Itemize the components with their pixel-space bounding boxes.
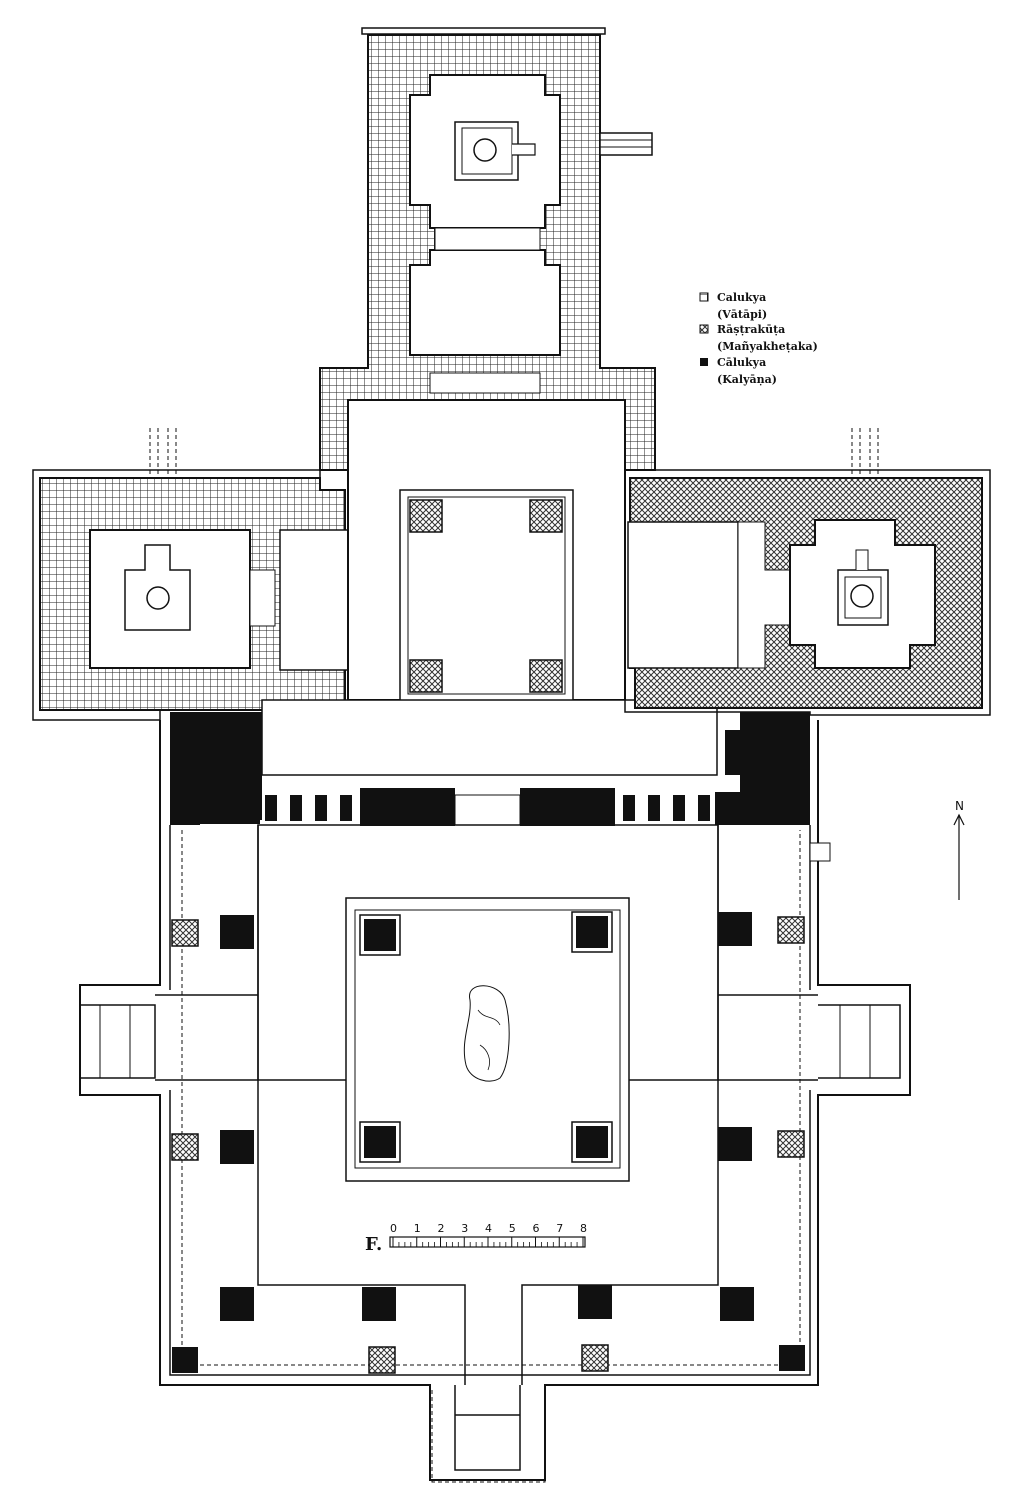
legend-label-3: Cālukya <box>717 356 766 369</box>
scale-ticks: 0 1 2 3 4 5 6 7 8 <box>390 1222 587 1247</box>
scale-tick-label: 1 <box>414 1222 421 1235</box>
legend-label-2: Rāṣṭrakūṭa <box>717 323 785 336</box>
legend-label-1: Calukya <box>717 291 766 304</box>
north-arrow: N <box>953 799 965 900</box>
scale-tick-label: 7 <box>556 1222 563 1235</box>
central-hall <box>261 399 718 776</box>
legend-sub-1: (Vātāpi) <box>717 308 767 321</box>
scale-tick-label: 0 <box>390 1222 397 1235</box>
west-shrine <box>32 428 349 721</box>
scale-tick-label: 6 <box>533 1222 540 1235</box>
scale-tick-label: 4 <box>485 1222 492 1235</box>
scale-prefix: F. <box>365 1234 382 1255</box>
legend-swatch-cross <box>699 324 709 334</box>
scale-tick-label: 2 <box>438 1222 445 1235</box>
north-shrine <box>319 27 656 471</box>
scale-tick-label: 3 <box>461 1222 468 1235</box>
north-label: N <box>955 799 964 813</box>
legend-sub-2: (Mañyakheṭaka) <box>717 340 818 353</box>
vestibule-walls <box>170 712 810 826</box>
scale-bar: F. 0 1 2 3 4 5 6 7 8 <box>365 1222 587 1255</box>
legend-swatch-grid <box>699 292 709 302</box>
scale-tick-label: 8 <box>580 1222 587 1235</box>
legend-sub-3: (Kalyāṇa) <box>717 373 777 386</box>
legend: Calukya (Vātāpi) Rāṣṭrakūṭa (Mañyakheṭak… <box>699 291 818 386</box>
legend-swatch-solid <box>700 358 708 366</box>
pillars-kalyana <box>172 911 805 1373</box>
pillars-rashtrakuta <box>171 916 805 1374</box>
east-shrine <box>624 428 991 716</box>
scale-tick-label: 5 <box>509 1222 516 1235</box>
